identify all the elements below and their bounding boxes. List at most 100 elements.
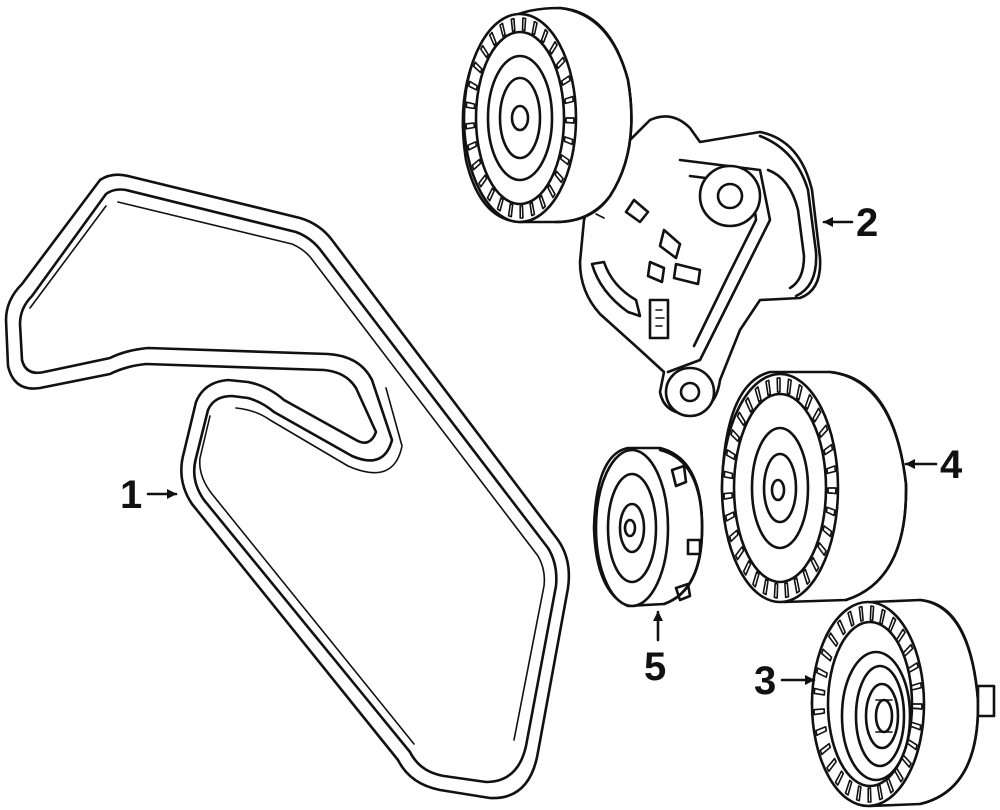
pulley-rib: [723, 492, 733, 500]
pulley-rib: [560, 75, 571, 86]
pulley-rib: [549, 41, 558, 55]
pulley-rib: [776, 377, 781, 393]
pulley-rib: [855, 785, 862, 802]
pulley-rib: [844, 779, 853, 796]
pulley-rib: [825, 506, 836, 517]
pulley-rib: [564, 95, 575, 105]
pulley-rib: [736, 411, 746, 427]
pulley-rib: [547, 184, 556, 199]
callout-number: 1: [120, 473, 142, 517]
pulley-rib: [795, 384, 803, 401]
pulley-rib: [820, 648, 833, 662]
pulley-rib: [816, 667, 828, 678]
pulley-rib: [507, 203, 514, 218]
pulley-rib: [900, 754, 912, 768]
callout-number: 4: [940, 443, 963, 487]
pulley-rib: [867, 787, 872, 803]
pulley-rib: [554, 170, 564, 184]
pulley-rib: [472, 61, 483, 74]
pulley-rib: [480, 44, 489, 59]
pulley-rib: [559, 154, 570, 166]
pulley-rib: [730, 429, 740, 443]
pulley-rib: [555, 56, 566, 70]
pulley-rib: [565, 117, 575, 124]
callout-number: 3: [754, 659, 776, 703]
pulley-rib: [723, 470, 734, 480]
pulley-rib: [810, 556, 820, 573]
pulley-rib: [728, 529, 739, 543]
pulley-rib: [813, 708, 826, 716]
pulley-rib: [804, 393, 813, 410]
pulley-rib: [858, 605, 864, 622]
pulley-rib: [910, 682, 923, 691]
pulley-rib: [478, 174, 488, 188]
pulley-rib: [486, 187, 495, 202]
pulley-rib: [725, 449, 736, 461]
pulley-rib: [876, 784, 884, 801]
pulley-rib: [784, 582, 790, 599]
pulley-rib: [465, 101, 476, 110]
serpentine-belt: [4, 173, 571, 800]
pulley-rib: [818, 424, 829, 438]
callout-number: 5: [644, 645, 666, 689]
callout-4: 4: [904, 443, 963, 487]
callout-1: 1: [120, 473, 178, 517]
pulley-rib: [819, 742, 832, 756]
pulley-rib: [538, 194, 547, 210]
pulley-rib: [563, 136, 574, 146]
pulley-rib: [834, 770, 845, 786]
pulley-rib: [499, 22, 506, 38]
pulley-rib: [531, 20, 538, 36]
pulley-rib: [762, 578, 769, 596]
pulley-rib: [907, 662, 919, 674]
pulley-rib: [827, 487, 837, 495]
pulley-rib: [826, 757, 837, 773]
idler-pulley-lower-ribs: [813, 605, 923, 803]
pulley-rib: [902, 643, 914, 658]
pulley-rib: [817, 542, 827, 557]
idler-pulley-small: [592, 446, 704, 608]
belt-tensioner: [461, 6, 822, 418]
pulley-rib: [847, 610, 855, 627]
pulley-rib: [540, 28, 549, 44]
pulley-rib: [909, 721, 922, 731]
callout-2: 2: [822, 201, 878, 245]
pulley-rib: [744, 397, 754, 413]
pulley-rib: [812, 407, 822, 423]
pulley-rib: [734, 546, 745, 561]
idler-pulley-upper-ribs: [723, 377, 837, 599]
pulley-rib: [826, 465, 837, 475]
pulley-rib: [822, 525, 833, 538]
pulley-rib: [895, 628, 906, 644]
pulley-rib: [813, 687, 826, 696]
pulley-rib: [468, 80, 478, 91]
pulley-rib: [823, 443, 834, 456]
pulley-rib: [742, 560, 752, 576]
pulley-rib: [465, 122, 476, 130]
pulley-rib: [754, 386, 762, 403]
pulley-rib: [793, 577, 801, 594]
pulley-rib: [510, 17, 516, 32]
pulley-rib: [815, 726, 828, 737]
pulley-rib: [879, 608, 886, 626]
idler-pulley-upper: [720, 370, 908, 604]
pulley-rib: [885, 777, 895, 794]
pulley-rib: [887, 616, 897, 633]
pulley-rib: [894, 767, 904, 783]
idler-pulley-lower: [810, 598, 996, 808]
tensioner-pulley-ribs: [465, 17, 575, 219]
pulley-rib: [786, 378, 792, 395]
pulley-rib: [836, 619, 846, 636]
pulley-rib: [471, 158, 482, 171]
pulley-rib: [906, 738, 918, 751]
pulley-rib: [496, 197, 504, 212]
pulley-rib: [765, 379, 772, 396]
callout-number: 2: [856, 201, 878, 245]
pulley-rib: [773, 582, 779, 599]
pulley-rib: [725, 511, 735, 522]
pulley-rib: [519, 205, 524, 219]
pulley-rib: [802, 568, 811, 585]
pulley-rib: [488, 31, 497, 46]
pulley-rib: [521, 17, 527, 32]
